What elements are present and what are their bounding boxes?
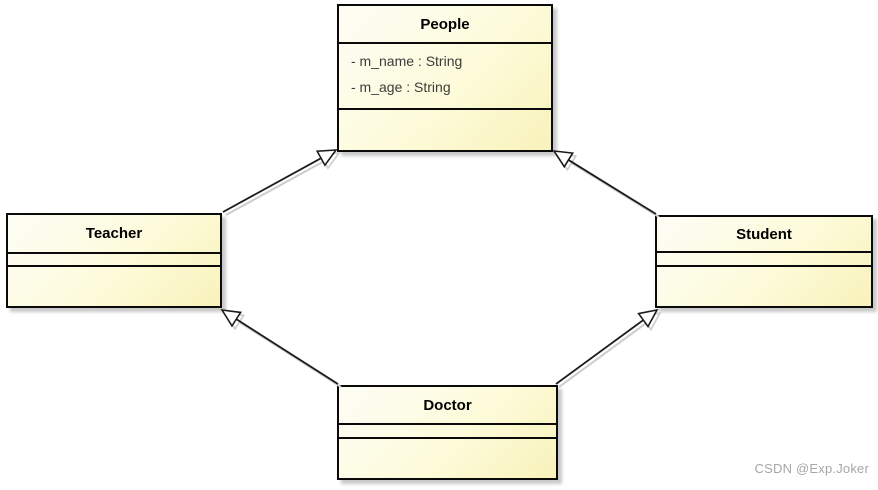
class-name-people: People xyxy=(420,15,470,33)
attributes-compartment-doctor xyxy=(339,423,556,437)
generalization-line xyxy=(555,319,644,385)
methods-compartment-people xyxy=(339,108,551,150)
generalization-line-shadow xyxy=(238,321,342,388)
methods-compartment-doctor xyxy=(339,437,556,478)
methods-compartment-student xyxy=(657,265,871,306)
class-name-doctor: Doctor xyxy=(423,396,472,414)
generalization-arrowhead-icon xyxy=(637,308,659,328)
class-box-people: People - m_name : String - m_age : Strin… xyxy=(337,4,553,152)
generalization-arrowhead-shadow xyxy=(640,311,662,331)
methods-compartment-teacher xyxy=(8,265,220,306)
watermark: CSDN @Exp.Joker xyxy=(754,461,869,476)
attribute-m-age: - m_age : String xyxy=(351,79,451,95)
class-name-teacher: Teacher xyxy=(85,225,143,242)
attributes-compartment-teacher xyxy=(8,252,220,265)
generalization-arrowhead-shadow xyxy=(318,152,341,170)
class-box-student: Student xyxy=(655,215,873,308)
class-box-teacher: Teacher xyxy=(6,213,222,308)
generalization-arrowhead-icon xyxy=(552,150,575,169)
attributes-compartment-people: - m_name : String - m_age : String xyxy=(339,42,551,108)
generalization-line xyxy=(567,159,657,215)
generalization-arrowhead-shadow xyxy=(555,153,578,172)
generalization-line-shadow xyxy=(570,162,660,218)
attribute-m-name: - m_name : String xyxy=(351,53,463,69)
attributes-compartment-student xyxy=(657,251,871,265)
generalization-line xyxy=(222,157,322,213)
generalization-arrowhead-icon xyxy=(315,149,338,167)
generalization-arrowhead-icon xyxy=(220,308,242,328)
generalization-arrowhead-shadow xyxy=(223,311,245,331)
generalization-line-shadow xyxy=(225,160,325,216)
class-box-doctor: Doctor xyxy=(337,385,558,480)
generalization-line xyxy=(235,318,339,385)
generalization-line-shadow xyxy=(558,322,647,388)
class-name-student: Student xyxy=(736,225,792,243)
